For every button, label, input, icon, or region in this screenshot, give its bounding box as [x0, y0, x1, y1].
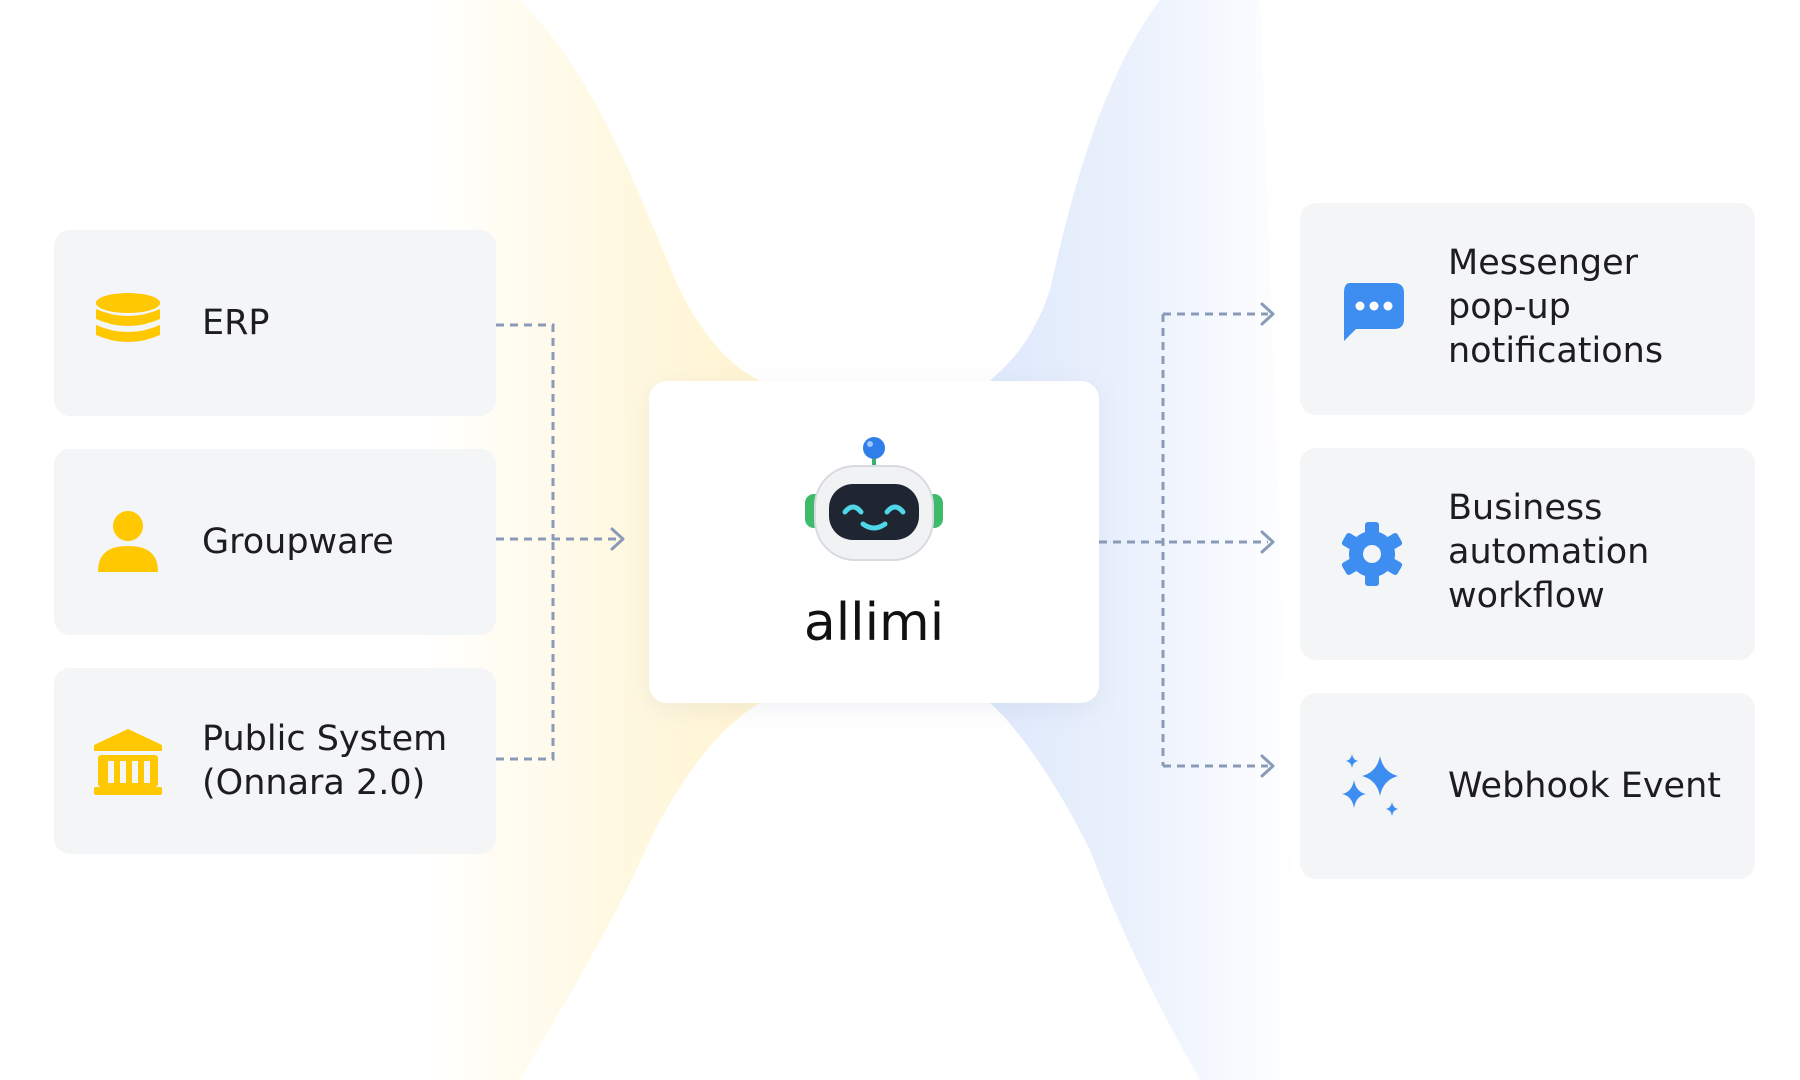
chat-bubble-icon — [1336, 273, 1408, 345]
right-glow — [990, 0, 1300, 1080]
output-card-webhook: Webhook Event — [1300, 693, 1755, 879]
connector-public — [496, 540, 555, 761]
output-label: Messenger pop-up notifications — [1448, 243, 1664, 371]
output-label: Webhook Event — [1448, 766, 1721, 806]
app-name: allimi — [803, 593, 945, 653]
connector-erp — [496, 323, 555, 540]
arrowhead-center — [610, 527, 625, 551]
arrowhead-webhook — [1260, 754, 1275, 778]
source-label: ERP — [202, 303, 270, 343]
database-icon — [92, 287, 164, 359]
output-label: Business automation workflow — [1448, 488, 1650, 616]
source-card-public-system: Public System (Onnara 2.0) — [54, 668, 496, 854]
source-card-groupware: Groupware — [54, 449, 496, 635]
source-label: Public System (Onnara 2.0) — [202, 719, 448, 803]
government-building-icon — [92, 725, 164, 797]
source-label: Groupware — [202, 522, 394, 562]
source-card-erp: ERP — [54, 230, 496, 416]
allimi-hub-card: allimi — [649, 381, 1099, 703]
sparkles-icon — [1336, 750, 1408, 822]
left-glow — [420, 0, 760, 1080]
robot-icon — [801, 436, 947, 566]
gear-icon — [1336, 518, 1408, 590]
output-card-business-automation: Business automation workflow — [1300, 448, 1755, 660]
output-card-messenger: Messenger pop-up notifications — [1300, 203, 1755, 415]
person-icon — [92, 506, 164, 578]
arrowhead-messenger — [1260, 302, 1275, 326]
arrowhead-business — [1260, 530, 1275, 554]
